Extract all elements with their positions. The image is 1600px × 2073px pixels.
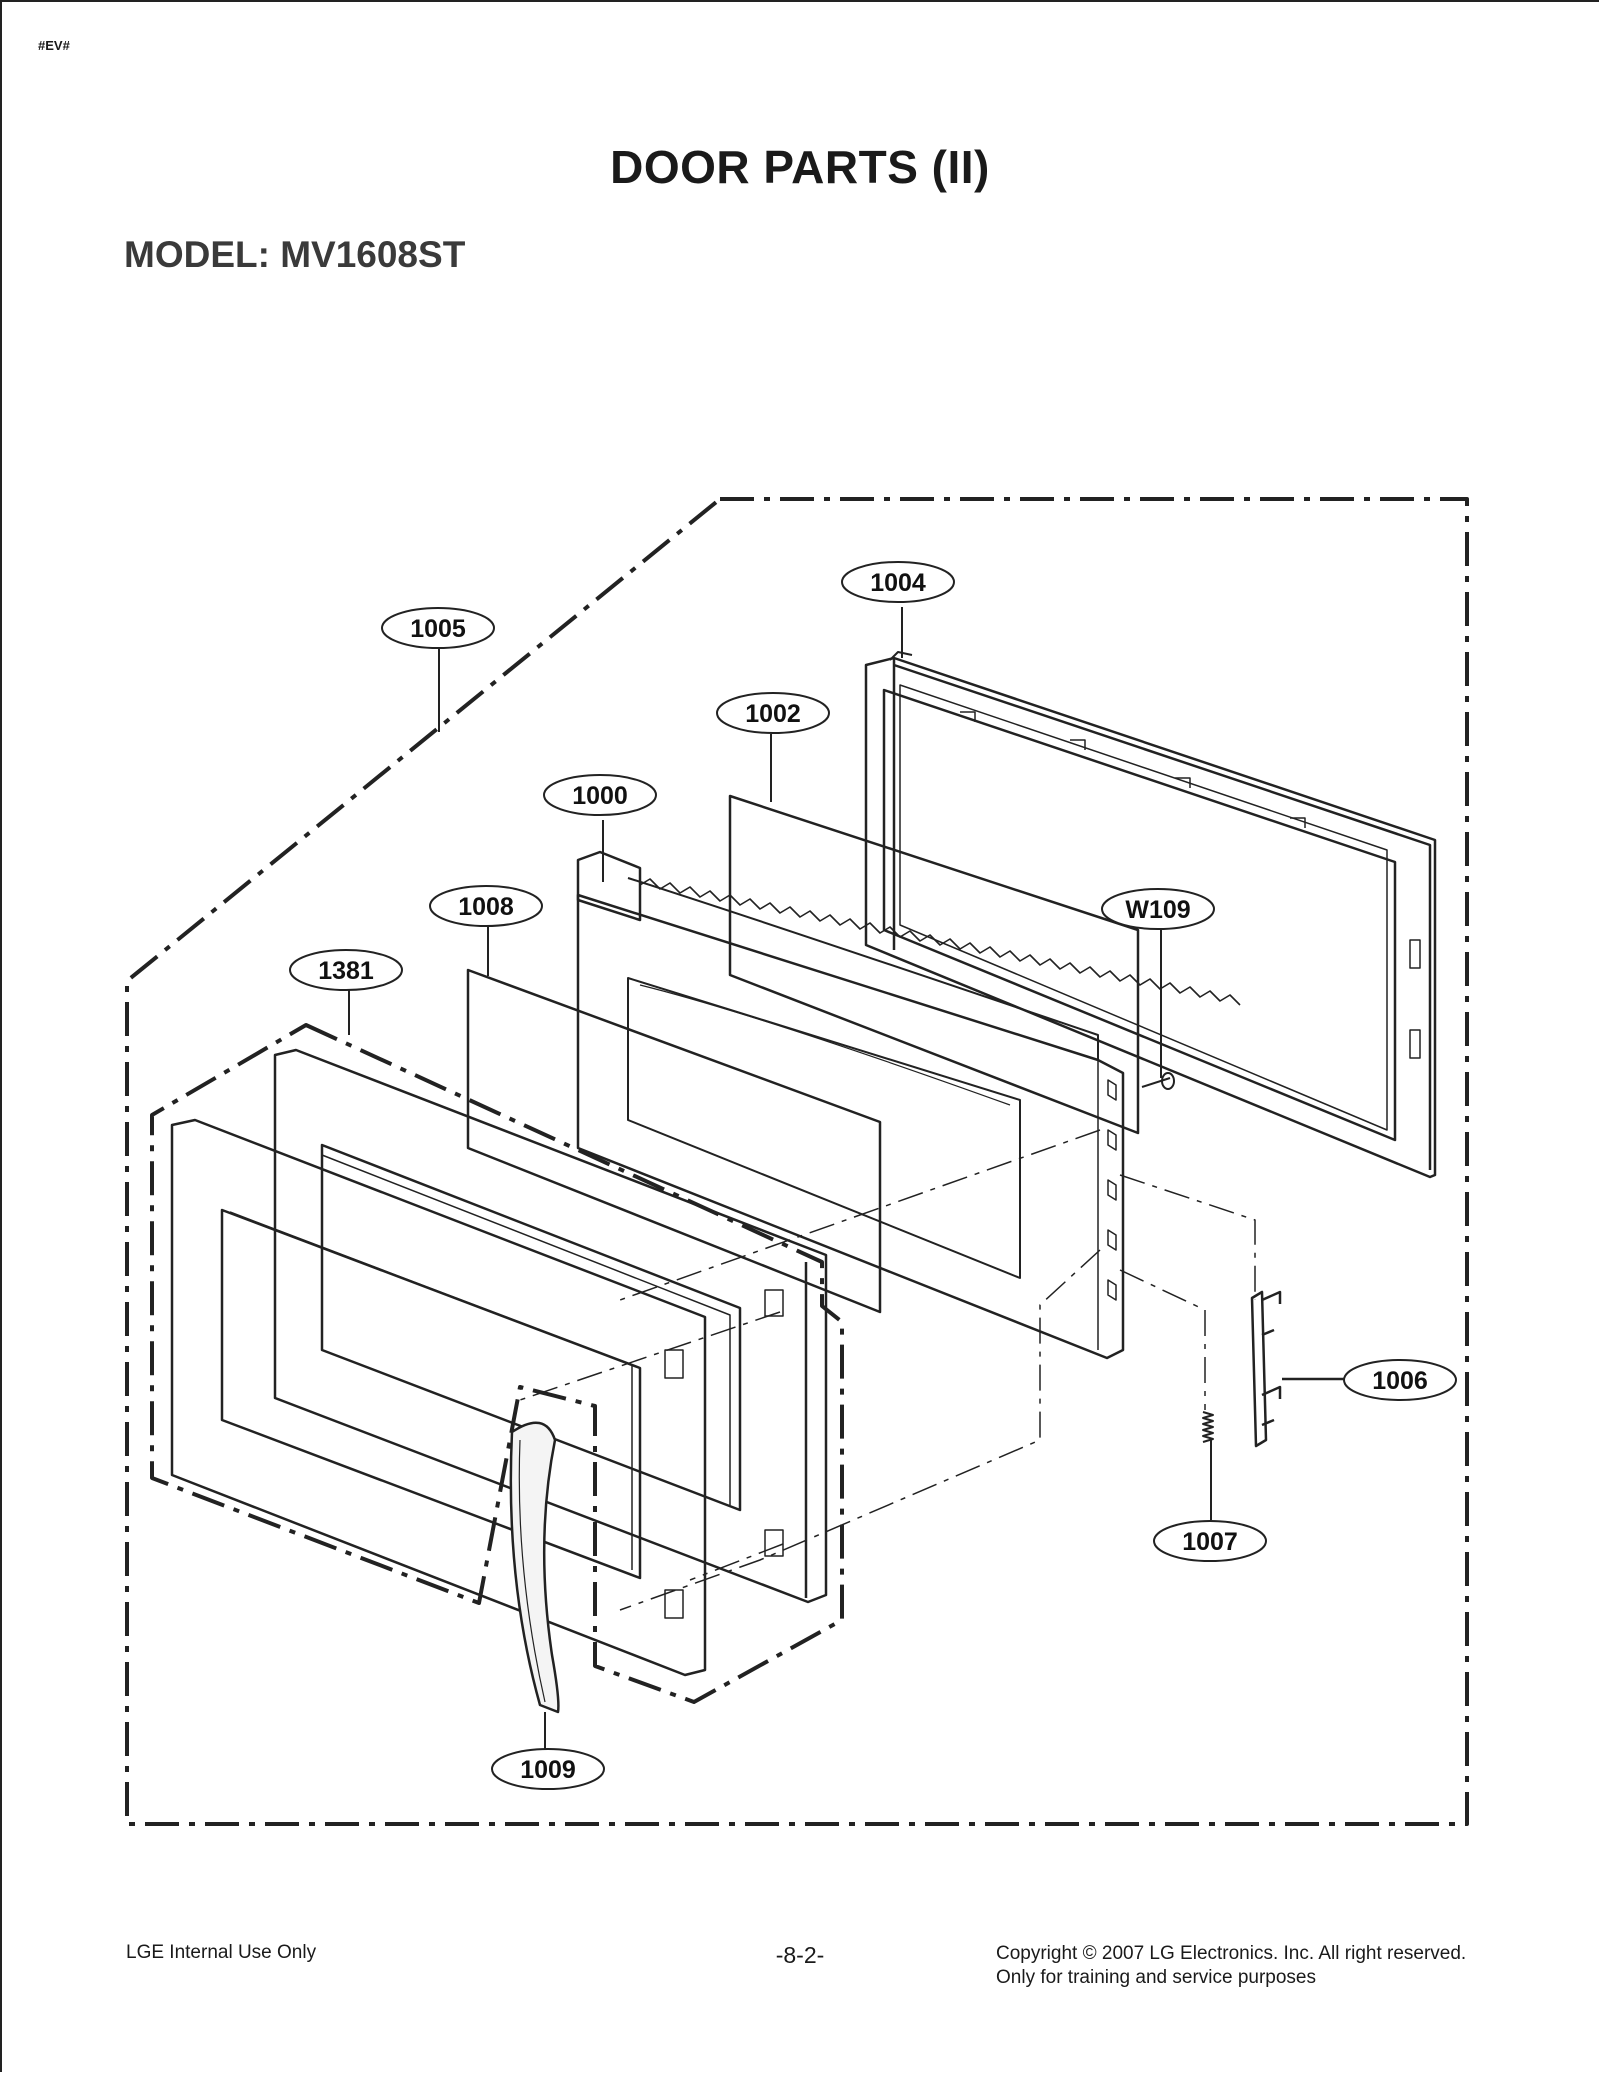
callout-1006: 1006 <box>1343 1359 1457 1401</box>
svg-text:1002: 1002 <box>745 700 801 728</box>
svg-text:1008: 1008 <box>458 893 514 921</box>
spring-1007 <box>1202 1411 1214 1443</box>
glass-panel-1008 <box>466 968 882 1314</box>
footer-internal-use: LGE Internal Use Only <box>126 1942 317 1963</box>
callout-1381: 1381 <box>289 949 403 991</box>
front-frame <box>273 1048 828 1604</box>
door-handle-1009 <box>509 1421 560 1714</box>
page-number: -8-2- <box>775 1942 825 1968</box>
choke-cover-boundary-1381 <box>150 1023 844 1704</box>
svg-text:1004: 1004 <box>870 569 926 597</box>
door-frame-1004 <box>864 651 1437 1179</box>
svg-text:1007: 1007 <box>1182 1528 1238 1556</box>
footer-copyright-block: Copyright © 2007 LG Electronics. Inc. Al… <box>996 1942 1466 1990</box>
leader-lines <box>348 607 1350 1755</box>
svg-text:1005: 1005 <box>410 615 466 643</box>
callout-1008: 1008 <box>429 885 543 927</box>
callout-1000: 1000 <box>543 774 657 816</box>
svg-text:1006: 1006 <box>1372 1367 1428 1395</box>
callout-1007: 1007 <box>1153 1520 1267 1562</box>
service-notice: Only for training and service purposes <box>996 1967 1316 1988</box>
svg-text:1009: 1009 <box>520 1756 576 1784</box>
callout-1009: 1009 <box>491 1748 605 1790</box>
page-title: DOOR PARTS (II) <box>610 141 990 193</box>
callout-1005: 1005 <box>381 607 495 649</box>
screw-w109 <box>1141 1072 1175 1090</box>
svg-text:1381: 1381 <box>318 957 374 985</box>
callout-1002: 1002 <box>716 692 830 734</box>
latch-1006 <box>1250 1290 1350 1448</box>
copyright-text: Copyright © 2007 LG Electronics. Inc. Al… <box>996 1943 1467 1964</box>
glass-panel-1002 <box>728 794 1140 1135</box>
door-front-cover <box>170 1118 707 1677</box>
model-label: MODEL: MV1608ST <box>124 234 466 275</box>
document-tag: #EV# <box>38 38 70 53</box>
phantom-lines <box>519 1129 1256 1611</box>
callout-1004: 1004 <box>841 561 955 603</box>
svg-text:1000: 1000 <box>572 782 628 810</box>
callout-w109: W109 <box>1101 888 1215 930</box>
callout-group: 1004 1005 1002 1000 1008 W109 1381 1006 <box>289 561 1457 1790</box>
door-plate-1000 <box>576 850 1241 1360</box>
assembly-boundary <box>125 497 1469 1826</box>
svg-text:W109: W109 <box>1125 896 1190 924</box>
